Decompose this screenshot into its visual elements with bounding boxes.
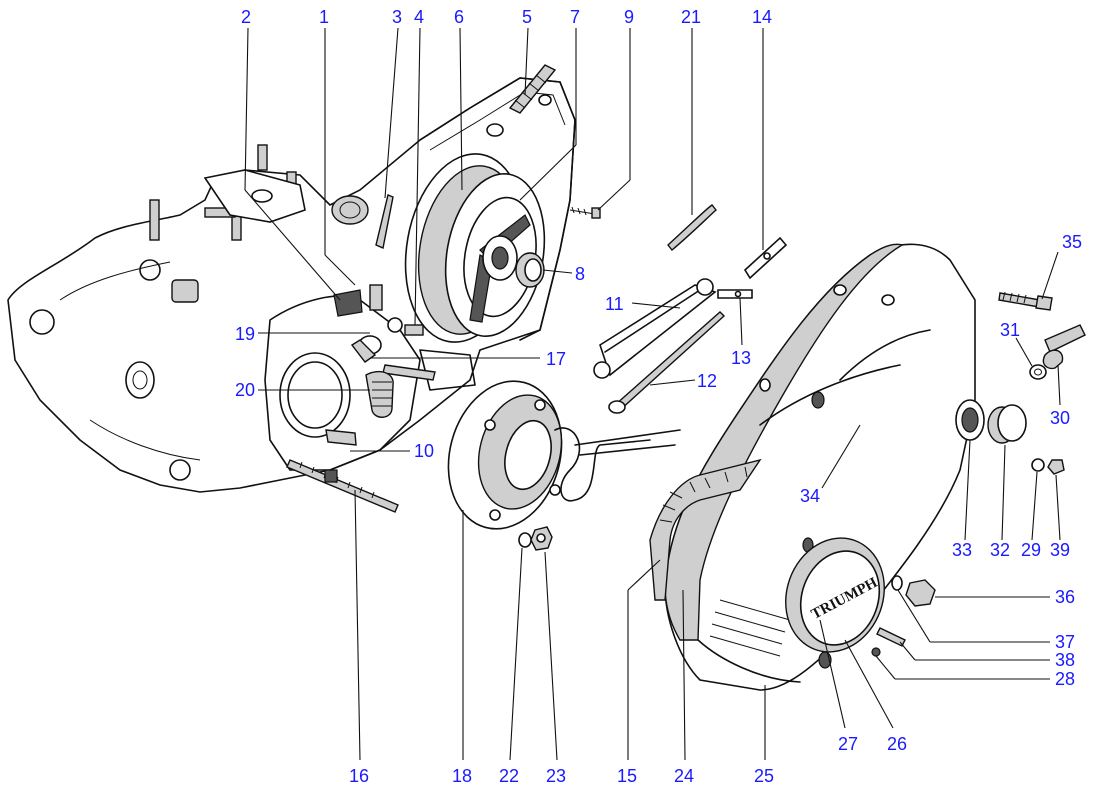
- part-label-29: 29: [1021, 540, 1041, 560]
- leader-16: [354, 489, 361, 761]
- leader-31: [1015, 337, 1033, 367]
- leader-4: [414, 27, 421, 326]
- leader-38b: [899, 641, 916, 661]
- washer-22: [518, 532, 532, 548]
- leader-26: [844, 639, 894, 729]
- leader-3: [384, 27, 399, 199]
- part-label-38: 38: [1055, 650, 1075, 670]
- leader-39: [1055, 474, 1061, 541]
- leader-13: [739, 297, 743, 346]
- stator: [447, 380, 681, 530]
- part-label-22: 22: [499, 766, 519, 786]
- part-label-16: 16: [349, 766, 369, 786]
- part-label-11: 11: [605, 294, 624, 314]
- primary-cover: TRIUMPH: [664, 243, 985, 691]
- part-label-8: 8: [575, 264, 585, 284]
- part-label-7: 7: [570, 7, 580, 27]
- leader-15b: [627, 559, 661, 591]
- leader-33: [964, 439, 971, 541]
- part-label-24: 24: [674, 766, 694, 786]
- leader-1b: [324, 254, 356, 286]
- leader-34: [821, 424, 861, 489]
- chain-tensioner: [593, 204, 788, 414]
- part-label-30: 30: [1050, 408, 1070, 428]
- leader-6: [459, 27, 463, 191]
- part-label-5: 5: [522, 7, 532, 27]
- leader-9b: [597, 179, 631, 211]
- part-label-23: 23: [546, 766, 566, 786]
- part-label-20: 20: [235, 380, 255, 400]
- leader-7b: [519, 144, 577, 201]
- leader-2b: [244, 189, 341, 301]
- leader-11: [631, 302, 681, 309]
- leader-2: [244, 27, 249, 191]
- part-label-39: 39: [1050, 540, 1070, 560]
- small-parts-right: [871, 291, 1086, 657]
- part-label-31: 31: [1000, 320, 1020, 340]
- part-label-32: 32: [990, 540, 1010, 560]
- part-label-19: 19: [235, 324, 255, 344]
- part-label-27: 27: [838, 734, 858, 754]
- part-label-21: 21: [681, 7, 701, 27]
- leader-35: [1041, 251, 1059, 300]
- part-label-34: 34: [800, 486, 820, 506]
- leader-29: [1031, 471, 1038, 541]
- part-label-3: 3: [392, 7, 402, 27]
- part-label-14: 14: [752, 7, 772, 27]
- part-label-12: 12: [697, 371, 717, 391]
- leader-30: [1057, 364, 1061, 406]
- leader-27: [819, 619, 846, 729]
- part-label-17: 17: [546, 349, 566, 369]
- part-label-33: 33: [952, 540, 972, 560]
- part-label-25: 25: [754, 766, 774, 786]
- part-label-2: 2: [241, 7, 251, 27]
- leader-lines: [244, 27, 1061, 761]
- part-label-35: 35: [1062, 232, 1082, 252]
- leader-12: [649, 379, 696, 386]
- part-label-1: 1: [319, 7, 329, 27]
- part-label-13: 13: [731, 348, 751, 368]
- part-label-36: 36: [1055, 587, 1075, 607]
- part-label-18: 18: [452, 766, 472, 786]
- part-label-4: 4: [414, 7, 424, 27]
- leader-24: [682, 589, 686, 761]
- inner-chain: [649, 458, 762, 601]
- part-label-26: 26: [887, 734, 907, 754]
- leader-8: [542, 269, 573, 274]
- small-parts-left: [286, 194, 436, 513]
- bolt-9: [569, 206, 601, 219]
- part-label-6: 6: [454, 7, 464, 27]
- leader-22: [509, 547, 523, 761]
- leader-32: [1001, 444, 1006, 541]
- part-label-28: 28: [1055, 669, 1075, 689]
- part-label-9: 9: [624, 7, 634, 27]
- leader-23: [544, 551, 558, 761]
- part-label-37: 37: [1055, 632, 1075, 652]
- part-number-labels: 2 1 3 4 6 5 7 9 21 14 35 8 11 31 19 13 1…: [235, 7, 1082, 786]
- leader-28b: [875, 655, 896, 680]
- part-label-10: 10: [414, 441, 434, 461]
- nut-23: [530, 526, 553, 551]
- oil-seal: [515, 252, 545, 288]
- rotor-assembly: [404, 153, 546, 343]
- primary-chain-top: [508, 64, 557, 114]
- leader-37b: [897, 589, 931, 643]
- leader-5: [524, 27, 529, 96]
- part-label-15: 15: [617, 766, 637, 786]
